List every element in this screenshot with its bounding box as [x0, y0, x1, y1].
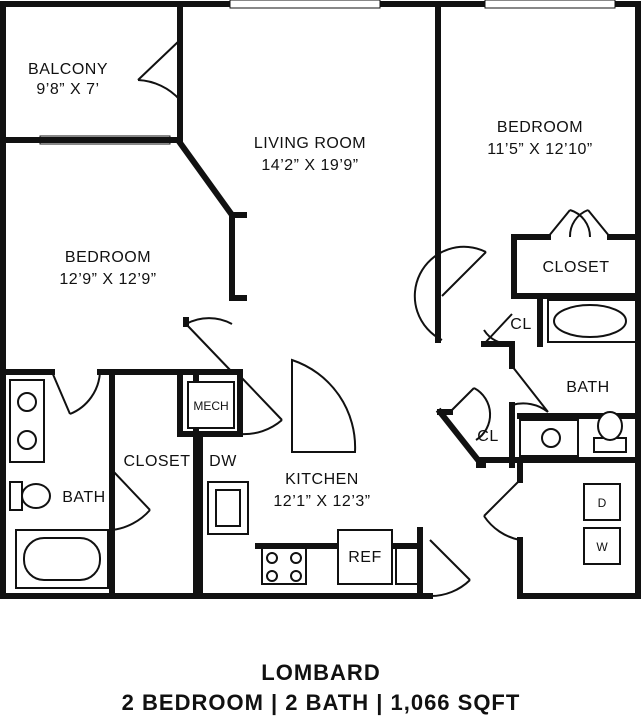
bedroom1-name: BEDROOM — [65, 249, 151, 266]
floor-plan: BALCONY 9’8” X 7’ LIVING ROOM 14’2” X 19… — [0, 0, 641, 599]
room-labels: BALCONY 9’8” X 7’ LIVING ROOM 14’2” X 19… — [28, 61, 609, 566]
doors — [51, 39, 611, 598]
kitchen-dims: 12’1” X 12’3” — [273, 493, 370, 510]
dryer-label: D — [598, 496, 607, 510]
cl-lower-label: CL — [477, 428, 498, 445]
kitchen-name: KITCHEN — [285, 471, 359, 488]
cl-upper-label: CL — [510, 316, 531, 333]
bedroom2-name: BEDROOM — [497, 119, 583, 136]
bath-left-label: BATH — [62, 489, 105, 506]
mech-label: MECH — [193, 399, 228, 413]
bedroom1-dims: 12’9” X 12’9” — [59, 271, 156, 288]
ref-label: REF — [348, 549, 382, 566]
living-room-dims: 14’2” X 19’9” — [261, 157, 358, 174]
interior-walls — [0, 1, 641, 599]
balcony-name: BALCONY — [28, 61, 108, 78]
plan-name: LOMBARD — [261, 660, 381, 685]
closet-left-label: CLOSET — [123, 453, 190, 470]
washer-label: W — [596, 540, 608, 554]
bedroom2-dims: 11’5” X 12’10” — [487, 141, 592, 158]
plan-summary: 2 BEDROOM | 2 BATH | 1,066 SQFT — [121, 690, 521, 715]
dw-label: DW — [209, 453, 237, 470]
balcony-dims: 9’8” X 7’ — [36, 81, 99, 98]
closet-right-label: CLOSET — [542, 259, 609, 276]
fixtures — [9, 299, 637, 589]
living-room-name: LIVING ROOM — [254, 135, 366, 152]
bath-right-label: BATH — [566, 379, 609, 396]
